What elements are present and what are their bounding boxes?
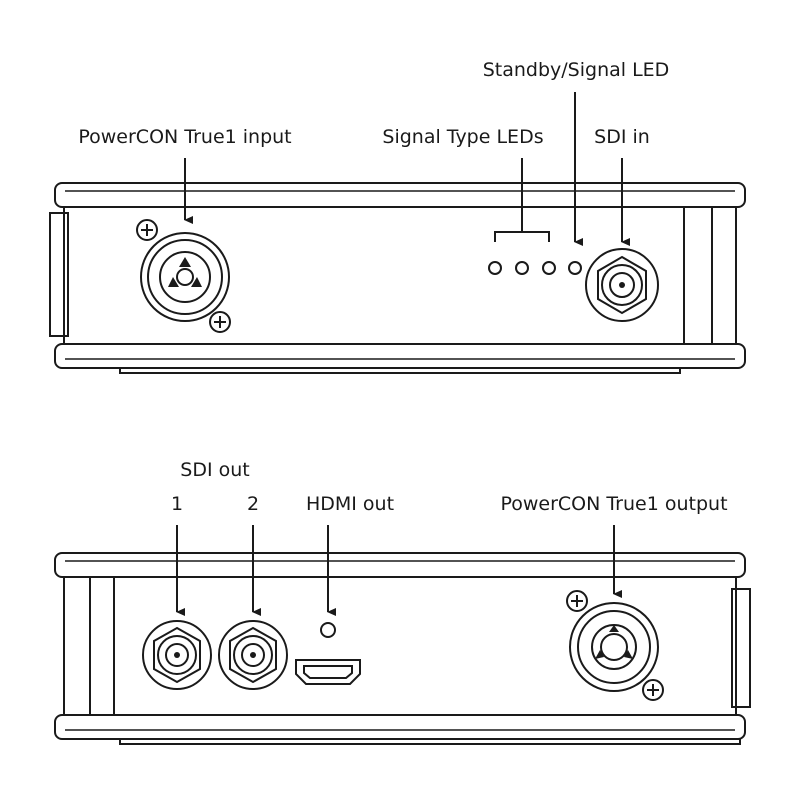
standby-signal-led bbox=[568, 261, 582, 275]
screw-icon bbox=[566, 590, 588, 612]
input-panel-bottom-rail bbox=[54, 343, 746, 369]
input-panel-top-rail bbox=[54, 182, 746, 208]
label-hdmi-out: HDMI out bbox=[306, 493, 394, 515]
input-panel-side-tab bbox=[49, 212, 69, 337]
sdi-in-connector bbox=[585, 248, 659, 322]
powercon-input-connector bbox=[136, 219, 231, 333]
output-panel bbox=[54, 552, 751, 745]
label-sdi-out: SDI out bbox=[180, 459, 249, 481]
label-signal-type-leds: Signal Type LEDs bbox=[382, 126, 543, 148]
output-panel-bottom-rail bbox=[54, 714, 746, 740]
hdmi-indicator-led bbox=[320, 622, 336, 638]
input-panel-body bbox=[63, 204, 737, 346]
input-panel-base bbox=[119, 367, 681, 374]
input-panel bbox=[49, 182, 746, 374]
hdmi-out-port bbox=[295, 659, 361, 685]
screw-icon bbox=[209, 311, 231, 333]
powercon-output-connector bbox=[566, 590, 664, 701]
screw-icon bbox=[136, 219, 158, 241]
output-panel-side-tab bbox=[731, 588, 751, 708]
output-panel-top-rail bbox=[54, 552, 746, 578]
output-panel-base bbox=[119, 738, 741, 745]
sdi-out-1-connector bbox=[142, 620, 212, 690]
label-powercon-input: PowerCON True1 input bbox=[78, 126, 291, 148]
label-powercon-output: PowerCON True1 output bbox=[500, 493, 727, 515]
label-sdi-out-1: 1 bbox=[171, 493, 183, 515]
label-standby-signal-led: Standby/Signal LED bbox=[483, 59, 670, 81]
screw-icon bbox=[642, 679, 664, 701]
signal-type-leds bbox=[488, 231, 556, 275]
sdi-out-2-connector bbox=[218, 620, 288, 690]
label-sdi-out-2: 2 bbox=[247, 493, 259, 515]
label-sdi-in: SDI in bbox=[594, 126, 650, 148]
